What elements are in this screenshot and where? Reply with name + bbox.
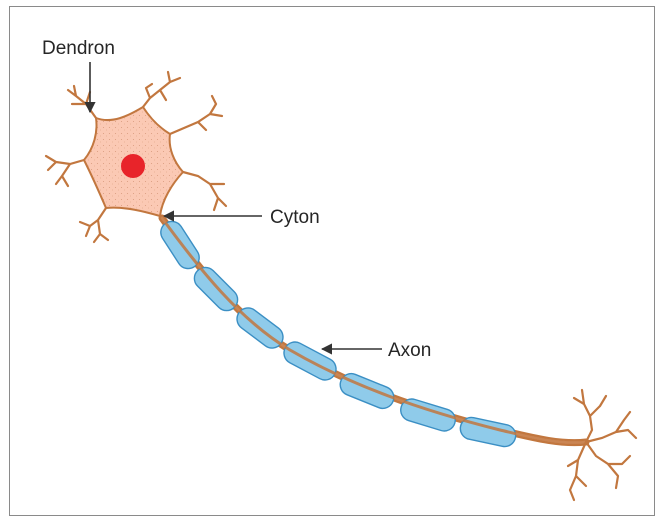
axon-label: Axon bbox=[388, 340, 431, 361]
cyton-label: Cyton bbox=[270, 207, 320, 228]
axon bbox=[162, 218, 586, 443]
dendron-label: Dendron bbox=[42, 38, 115, 59]
myelin-sheath bbox=[157, 217, 518, 448]
nucleus bbox=[121, 154, 145, 178]
axon-core-line bbox=[162, 218, 586, 443]
